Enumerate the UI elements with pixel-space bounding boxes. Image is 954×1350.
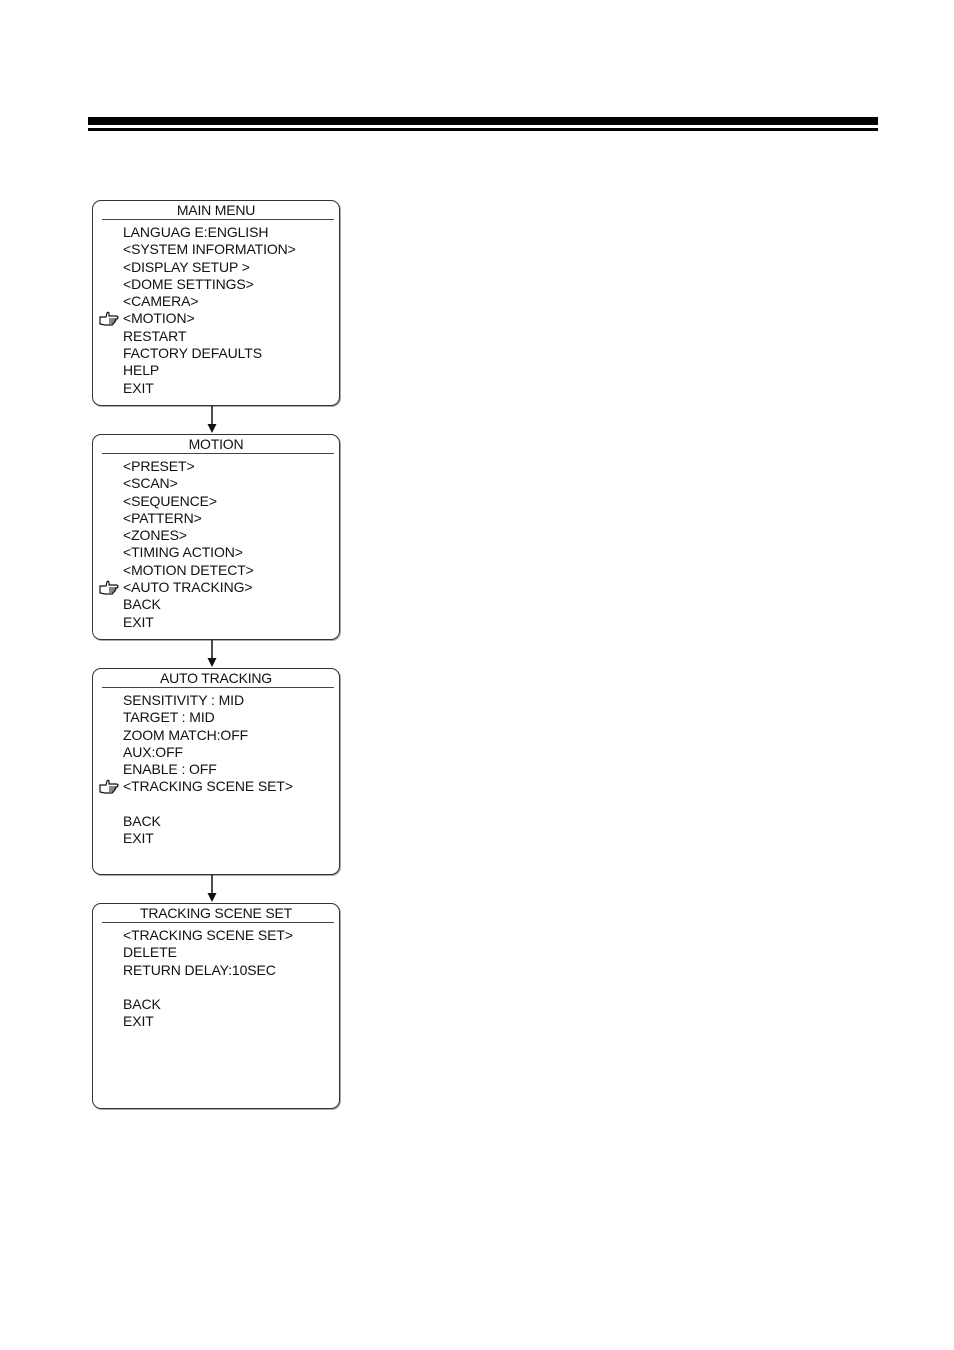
menu-item-label: SENSITIVITY : MID [123, 692, 244, 708]
menu-item[interactable]: EXIT [123, 1013, 293, 1030]
menu-item[interactable]: <TRACKING SCENE SET> [123, 927, 293, 944]
panel-motion: MOTION <PRESET><SCAN><SEQUENCE><PATTERN>… [92, 434, 340, 640]
menu-item[interactable]: BACK [123, 596, 254, 613]
menu-item[interactable]: <MOTION> [99, 310, 296, 327]
menu-item-label: EXIT [123, 379, 154, 396]
menu-item-label: HELP [123, 362, 160, 379]
pointing-hand-icon [99, 580, 119, 595]
menu-item[interactable]: TARGET : MID [123, 709, 293, 726]
pointing-hand-icon [99, 312, 119, 327]
panel-title: MOTION [188, 436, 244, 452]
menu-item[interactable]: FACTORY DEFAULTS [123, 345, 296, 362]
panel-tracking-scene-set: TRACKING SCENE SET <TRACKING SCENE SET>D… [92, 903, 340, 1109]
menu-item[interactable]: RETURN DELAY:10SEC [123, 962, 293, 979]
menu-list: LANGUAG E:ENGLISH<SYSTEM INFORMATION><DI… [99, 224, 296, 397]
menu-item-label: <PATTERN> [123, 509, 202, 526]
menu-item-label: ENABLE : OFF [123, 761, 217, 778]
menu-item[interactable]: EXIT [123, 830, 293, 847]
menu-item-label: BACK [123, 813, 161, 830]
menu-item-label: FACTORY DEFAULTS [123, 345, 262, 362]
menu-item[interactable]: <MOTION DETECT> [123, 562, 254, 579]
menu-item-label: <SEQUENCE> [123, 492, 217, 509]
flow-arrow-2 [207, 640, 217, 667]
menu-item-label: <DISPLAY SETUP > [123, 258, 250, 275]
menu-item-label: <DOME SETTINGS> [123, 275, 254, 292]
menu-item[interactable]: DELETE [123, 944, 293, 961]
menu-item-label: ZOOM MATCH:OFF [123, 726, 249, 743]
menu-item-label: <ZONES> [123, 527, 187, 544]
menu-item-label: RETURN DELAY:10SEC [123, 961, 276, 978]
menu-item[interactable]: <DISPLAY SETUP > [123, 259, 296, 276]
menu-item[interactable]: BACK [123, 813, 293, 830]
menu-item[interactable]: <DOME SETTINGS> [123, 276, 296, 293]
menu-list: <PRESET><SCAN><SEQUENCE><PATTERN><ZONES>… [99, 458, 254, 631]
menu-item-label: BACK [123, 596, 161, 613]
title-divider [102, 219, 334, 220]
menu-item[interactable]: BACK [123, 996, 293, 1013]
menu-item[interactable]: <SCAN> [123, 475, 254, 492]
menu-item[interactable]: <SEQUENCE> [123, 493, 254, 510]
menu-item-label: AUX:OFF [123, 743, 183, 760]
menu-item[interactable]: <ZONES> [123, 527, 254, 544]
panel-title: TRACKING SCENE SET [140, 905, 292, 921]
flow-arrow-1 [207, 406, 217, 433]
menu-item-label: DELETE [123, 944, 177, 961]
menu-item-label: LANGUAG E:ENGLISH [123, 224, 269, 240]
menu-item[interactable]: HELP [123, 362, 296, 379]
menu-item[interactable]: EXIT [123, 614, 254, 631]
menu-item[interactable]: <CAMERA> [123, 293, 296, 310]
menu-item[interactable]: <SYSTEM INFORMATION> [123, 241, 296, 258]
flow-arrow-3 [207, 875, 217, 902]
menu-item-label: <SYSTEM INFORMATION> [123, 241, 296, 258]
menu-item[interactable]: <PRESET> [123, 458, 254, 475]
menu-item[interactable]: <TIMING ACTION> [123, 544, 254, 561]
menu-item-label: EXIT [123, 830, 154, 847]
menu-item-label: EXIT [123, 1013, 154, 1030]
menu-item[interactable]: SENSITIVITY : MID [123, 692, 293, 709]
menu-item-label: <MOTION DETECT> [123, 561, 254, 578]
menu-item[interactable]: <AUTO TRACKING> [99, 579, 254, 596]
menu-item-label: RESTART [123, 327, 187, 344]
menu-item[interactable]: ENABLE : OFF [123, 761, 293, 778]
menu-item-label: TARGET : MID [123, 709, 215, 726]
menu-item-label: <PRESET> [123, 458, 195, 474]
menu-item-label: <AUTO TRACKING> [123, 579, 253, 596]
menu-item[interactable]: RESTART [123, 328, 296, 345]
menu-item[interactable]: EXIT [123, 380, 296, 397]
header-rule-thick [88, 117, 878, 125]
panel-title: AUTO TRACKING [159, 670, 272, 686]
title-divider [102, 453, 334, 454]
title-divider [102, 922, 334, 923]
menu-item-label: <TRACKING SCENE SET> [123, 927, 293, 943]
panel-main-menu: MAIN MENU LANGUAG E:ENGLISH<SYSTEM INFOR… [92, 200, 340, 406]
menu-item[interactable]: AUX:OFF [123, 744, 293, 761]
menu-item[interactable]: <PATTERN> [123, 510, 254, 527]
title-divider [102, 687, 334, 688]
menu-item-label: EXIT [123, 613, 154, 630]
menu-item-label: BACK [123, 996, 161, 1013]
menu-item-label: <CAMERA> [123, 293, 199, 310]
menu-item-label: <TRACKING SCENE SET> [123, 778, 293, 795]
menu-item[interactable]: LANGUAG E:ENGLISH [123, 224, 296, 241]
menu-item-label: <TIMING ACTION> [123, 544, 243, 561]
menu-item[interactable]: ZOOM MATCH:OFF [123, 727, 293, 744]
header-rule-thin [88, 128, 878, 131]
pointing-hand-icon [99, 780, 119, 795]
menu-item-label: <MOTION> [123, 310, 195, 327]
panel-title: MAIN MENU [176, 202, 256, 218]
menu-item[interactable]: <TRACKING SCENE SET> [99, 778, 293, 795]
menu-item-label: <SCAN> [123, 475, 178, 492]
